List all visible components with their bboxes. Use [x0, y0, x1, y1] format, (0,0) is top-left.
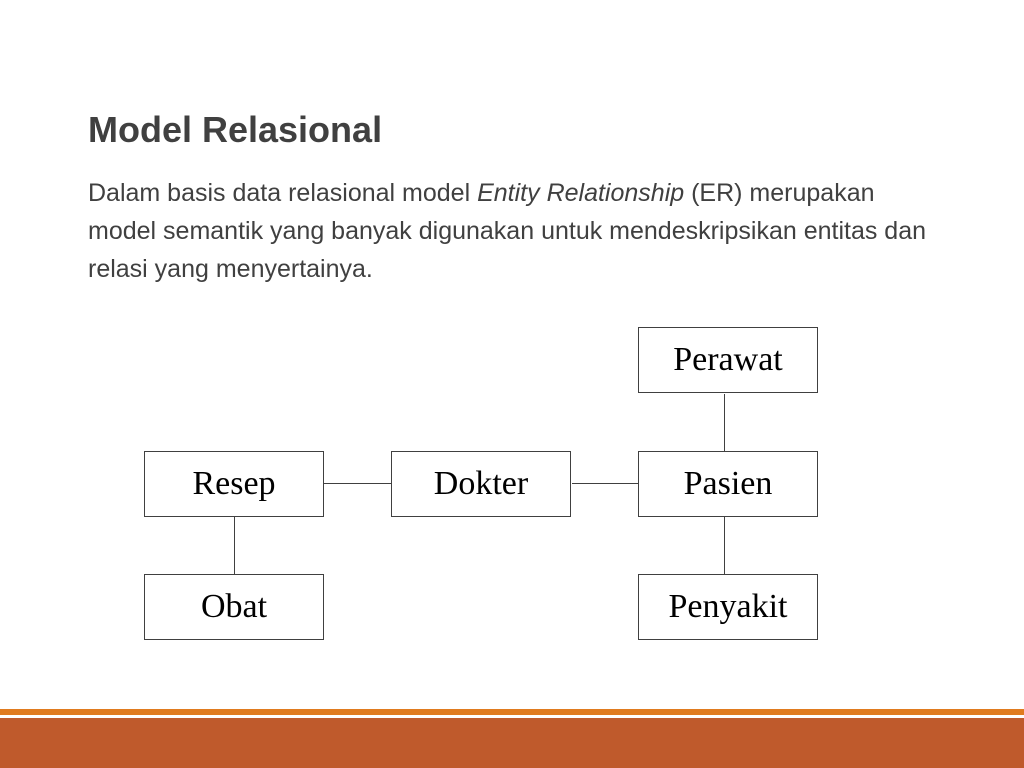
entity-pasien: Pasien	[638, 451, 818, 517]
body-text-italic: Entity Relationship	[477, 179, 685, 207]
body-text-part1: Dalam basis data relasional model	[88, 179, 478, 207]
entity-resep: Resep	[144, 451, 324, 517]
connector-resep-obat	[234, 517, 235, 574]
connector-perawat-pasien	[724, 394, 725, 451]
connector-dokter-pasien	[572, 483, 638, 484]
body-text-part2: (ER) merupakan model semantik yang banya…	[88, 179, 927, 283]
connector-pasien-penyakit	[724, 517, 725, 574]
slide-body-text: Dalam basis data relasional model Entity…	[88, 174, 938, 288]
footer-accent-band	[0, 718, 1024, 768]
entity-obat: Obat	[144, 574, 324, 640]
slide-title: Model Relasional	[88, 109, 383, 150]
connector-resep-dokter	[324, 483, 391, 484]
entity-perawat: Perawat	[638, 327, 818, 393]
entity-penyakit: Penyakit	[638, 574, 818, 640]
footer-accent-line	[0, 709, 1024, 715]
entity-dokter: Dokter	[391, 451, 571, 517]
